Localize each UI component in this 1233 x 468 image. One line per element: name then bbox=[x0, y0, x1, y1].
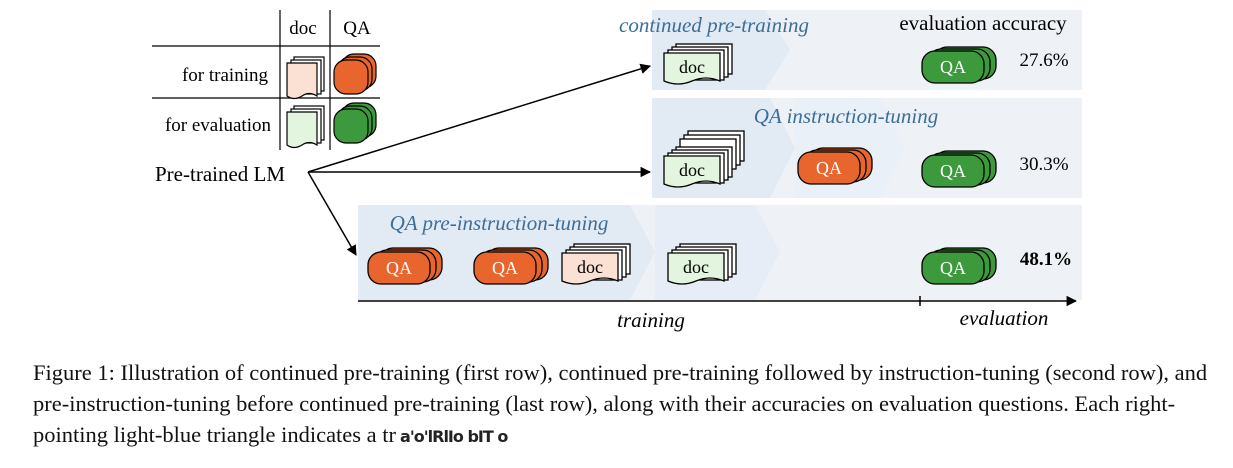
legend-table: doc QA for training for evaluation bbox=[152, 10, 380, 150]
stage-evaluation-accuracy: evaluation accuracy bbox=[899, 11, 1067, 35]
branch-arrows bbox=[307, 63, 652, 256]
svg-text:doc: doc bbox=[577, 257, 603, 277]
stage-qa-pre-instruction-tuning: QA pre-instruction-tuning bbox=[390, 211, 609, 235]
row1-doc-stack: doc bbox=[663, 43, 733, 85]
legend-row-training: for training bbox=[182, 65, 269, 86]
axis-evaluation-label: evaluation bbox=[960, 306, 1049, 330]
row3-doc-train-stack: doc bbox=[561, 243, 631, 285]
legend-col-qa: QA bbox=[343, 18, 371, 39]
svg-text:QA: QA bbox=[386, 258, 412, 278]
row3-accuracy: 48.1% bbox=[1020, 249, 1072, 270]
svg-text:QA: QA bbox=[940, 258, 966, 278]
svg-text:doc: doc bbox=[679, 160, 705, 180]
doc-eval-icon bbox=[286, 105, 325, 149]
qa-train-icon bbox=[333, 53, 377, 95]
watermark: a'o'lRlIo bIT o bbox=[400, 427, 508, 447]
svg-text:doc: doc bbox=[683, 257, 709, 277]
svg-text:QA: QA bbox=[816, 158, 842, 178]
stage-continued-pretraining: continued pre-training bbox=[619, 13, 809, 37]
figure-diagram: doc QA for training for evaluation Pre-t… bbox=[152, 10, 1082, 332]
row3-doc-stack: doc bbox=[667, 243, 737, 285]
row2-doc-stack: doc bbox=[663, 130, 745, 188]
qa-eval-icon bbox=[333, 102, 377, 144]
legend-col-doc: doc bbox=[289, 18, 316, 39]
figure-caption: Figure 1: Illustration of continued pre-… bbox=[33, 357, 1208, 452]
svg-text:QA: QA bbox=[940, 161, 966, 181]
timeline-axis bbox=[358, 295, 1078, 307]
row3-qa-train-stack-2: QA bbox=[473, 247, 549, 285]
legend-row-evaluation: for evaluation bbox=[165, 115, 272, 136]
row1-qa-eval-stack: QA bbox=[921, 46, 997, 84]
doc-train-icon bbox=[286, 56, 325, 100]
svg-text:QA: QA bbox=[492, 258, 518, 278]
svg-text:doc: doc bbox=[679, 57, 705, 77]
pretrained-lm-label: Pre-trained LM bbox=[155, 162, 285, 186]
row1-accuracy: 27.6% bbox=[1019, 50, 1068, 71]
stage-qa-instruction-tuning: QA instruction-tuning bbox=[754, 104, 939, 128]
row3-qa-train-stack-1: QA bbox=[367, 247, 443, 285]
row2-qa-eval-stack: QA bbox=[921, 150, 997, 188]
svg-text:QA: QA bbox=[940, 57, 966, 77]
row2-accuracy: 30.3% bbox=[1019, 154, 1068, 175]
row3-qa-eval-stack: QA bbox=[921, 247, 997, 285]
row2-qa-train-stack: QA bbox=[797, 147, 873, 185]
axis-training-label: training bbox=[617, 308, 685, 332]
caption-text: Figure 1: Illustration of continued pre-… bbox=[33, 360, 1208, 447]
